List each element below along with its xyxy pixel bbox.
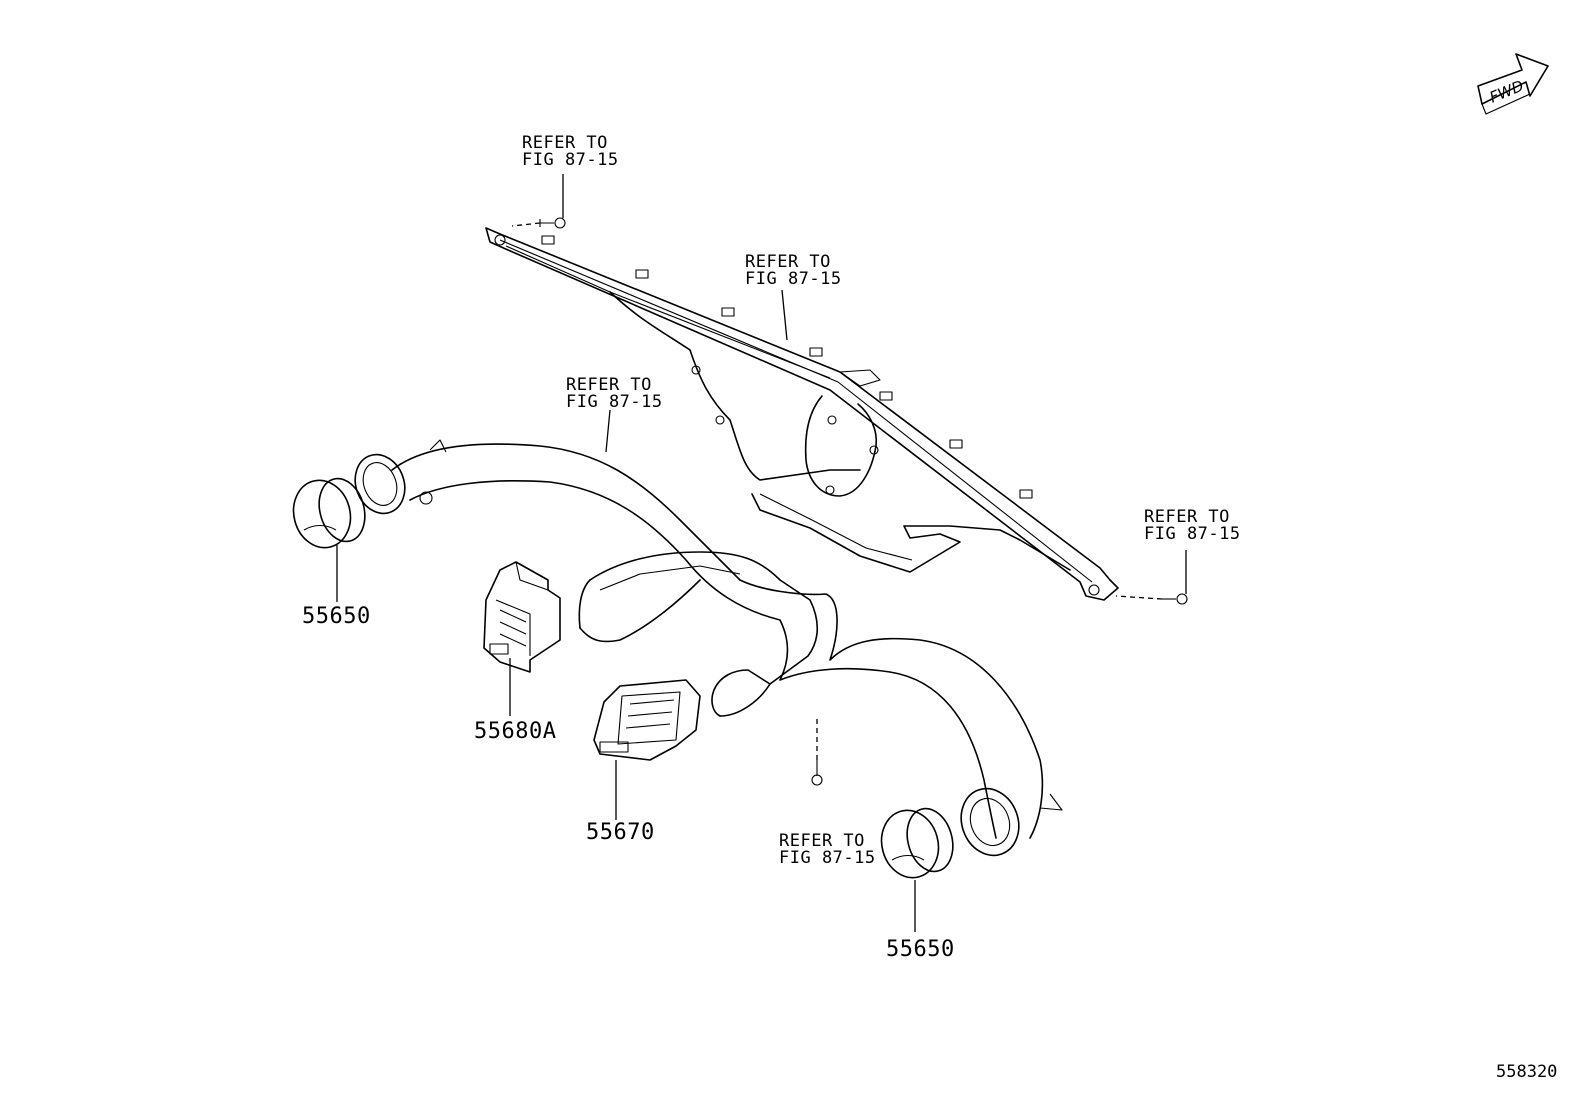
round-vent-left: [292, 477, 366, 549]
refer-to-callout-top-center: REFER TO FIG 87-15: [745, 252, 842, 289]
part-number-55650-right: 55650: [886, 937, 955, 962]
rectangular-vent-55680a: [483, 561, 561, 673]
refer-to-callout-right: REFER TO FIG 87-15: [1144, 507, 1241, 544]
rectangular-vent-55670: [593, 679, 701, 761]
leader-lines: [336, 174, 1187, 932]
upper-panel-frame: [485, 227, 1119, 601]
figure-number: 558320: [1496, 1062, 1558, 1082]
refer-to-callout-bottom: REFER TO FIG 87-15: [779, 831, 876, 868]
round-vent-right: [880, 807, 954, 879]
fwd-arrow-icon: FWD: [1477, 53, 1549, 115]
center-duct: [354, 439, 1063, 857]
part-number-55650-left: 55650: [302, 604, 371, 629]
refer-to-callout-duct: REFER TO FIG 87-15: [566, 375, 663, 412]
part-number-55670: 55670: [586, 820, 655, 845]
screw-top-left: [539, 217, 566, 229]
part-number-55680a: 55680A: [474, 719, 557, 744]
refer-to-callout-top-left: REFER TO FIG 87-15: [522, 133, 619, 170]
screw-right: [1162, 593, 1188, 605]
screw-bottom: [811, 760, 823, 786]
